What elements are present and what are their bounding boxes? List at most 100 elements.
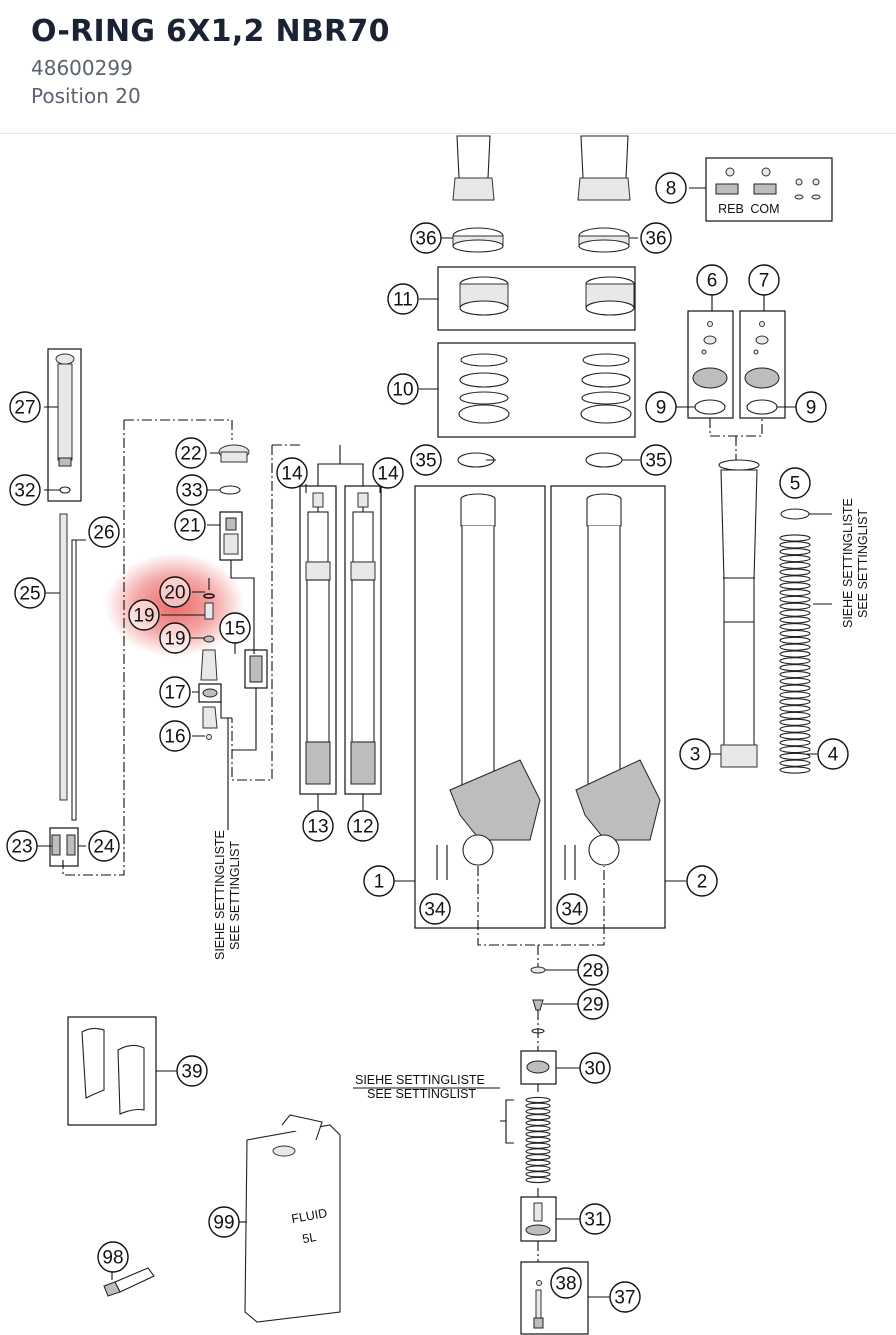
callout-2[interactable]: 2 xyxy=(686,865,718,897)
callout-number: 19 xyxy=(133,606,154,627)
callout-7[interactable]: 7 xyxy=(748,264,780,296)
spring-coil xyxy=(779,541,811,549)
callout-number: 4 xyxy=(828,745,839,766)
callout-circle xyxy=(640,444,672,476)
lower-column xyxy=(500,966,610,1335)
callout-circle xyxy=(276,457,308,489)
callout-23[interactable]: 23 xyxy=(6,830,38,862)
callout-20[interactable]: 20 xyxy=(159,576,191,608)
callout-21[interactable]: 21 xyxy=(174,509,206,541)
spring-coil xyxy=(779,548,811,556)
callout-6[interactable]: 6 xyxy=(696,264,728,296)
callout-38[interactable]: 38 xyxy=(550,1267,582,1299)
spring-coil xyxy=(779,670,811,679)
callout-9[interactable]: 9 xyxy=(645,391,677,423)
spring-coil xyxy=(779,582,811,590)
callout-26[interactable]: 26 xyxy=(88,516,120,548)
rods-25-26 xyxy=(49,513,79,867)
callout-37[interactable]: 37 xyxy=(609,1281,641,1313)
valve-stack xyxy=(198,444,268,830)
callout-98[interactable]: 98 xyxy=(97,1241,129,1273)
callout-1[interactable]: 1 xyxy=(363,865,395,897)
callout-11[interactable]: 11 xyxy=(387,283,419,315)
callout-19[interactable]: 19 xyxy=(159,622,191,654)
spring-coil xyxy=(525,1108,551,1115)
oring-20 xyxy=(203,593,215,599)
spring-coil xyxy=(779,602,811,610)
spring-coil xyxy=(525,1131,551,1138)
callout-circle xyxy=(609,1281,641,1313)
callout-15[interactable]: 15 xyxy=(219,612,251,644)
spring-coil xyxy=(779,650,811,658)
callout-number: 36 xyxy=(645,229,666,250)
spring-coil xyxy=(779,616,811,624)
callout-number: 98 xyxy=(102,1248,123,1269)
callout-32[interactable]: 32 xyxy=(9,474,41,506)
callout-27[interactable]: 27 xyxy=(9,391,41,423)
callout-number: 28 xyxy=(582,961,603,982)
spring-coil xyxy=(525,1142,551,1149)
settinglist-en-3: SEE SETTINGLIST xyxy=(367,1087,476,1101)
callout-17[interactable]: 17 xyxy=(159,676,191,708)
settinglist-note-lower: SIEHE SETTINGLISTE SEE SETTINGLIST xyxy=(353,1073,500,1101)
callout-35[interactable]: 35 xyxy=(640,444,672,476)
callout-number: 1 xyxy=(374,872,385,893)
callout-9[interactable]: 9 xyxy=(795,391,827,423)
callout-24[interactable]: 24 xyxy=(88,830,120,862)
callout-number: 24 xyxy=(93,837,115,858)
callout-number: 22 xyxy=(180,444,201,465)
callout-16[interactable]: 16 xyxy=(159,720,191,752)
callout-3[interactable]: 3 xyxy=(679,738,711,770)
callout-34[interactable]: 34 xyxy=(419,893,451,925)
callout-33[interactable]: 33 xyxy=(176,474,208,506)
callout-number: 13 xyxy=(307,817,328,838)
callout-30[interactable]: 30 xyxy=(579,1052,611,1084)
callout-35[interactable]: 35 xyxy=(410,444,442,476)
callout-34[interactable]: 34 xyxy=(556,893,588,925)
callout-39[interactable]: 39 xyxy=(176,1055,208,1087)
callout-31[interactable]: 31 xyxy=(579,1203,611,1235)
spring-coil xyxy=(779,718,811,726)
callout-number: 20 xyxy=(164,583,185,604)
callout-number: 31 xyxy=(584,1210,605,1231)
callout-28[interactable]: 28 xyxy=(577,954,609,986)
callout-number: 25 xyxy=(19,584,40,605)
grease-tube-98 xyxy=(103,1267,155,1297)
callout-14[interactable]: 14 xyxy=(276,457,308,489)
callout-8[interactable]: 8 xyxy=(655,172,687,204)
fluid-can-99: FLUID 5L xyxy=(237,1114,341,1323)
callout-number: 15 xyxy=(224,619,245,640)
spring-coil xyxy=(525,1096,551,1104)
callout-circle xyxy=(9,391,41,423)
spring-coil xyxy=(525,1148,551,1155)
callout-99[interactable]: 99 xyxy=(208,1206,240,1238)
callout-number: 38 xyxy=(555,1274,576,1295)
callout-circle xyxy=(579,1203,611,1235)
callout-36[interactable]: 36 xyxy=(640,222,672,254)
callout-4[interactable]: 4 xyxy=(817,738,849,770)
callout-14[interactable]: 14 xyxy=(372,457,404,489)
collar-rings-36 xyxy=(452,227,630,253)
callout-circle xyxy=(14,577,46,609)
callout-number: 99 xyxy=(213,1213,234,1234)
callout-5[interactable]: 5 xyxy=(779,467,811,499)
spring-coil xyxy=(779,732,811,740)
fork-leg-box-2 xyxy=(550,485,666,929)
guide-bushings-11 xyxy=(437,266,636,331)
callout-circle xyxy=(88,830,120,862)
callout-number: 14 xyxy=(377,464,399,485)
callout-19[interactable]: 19 xyxy=(128,599,160,631)
callout-12[interactable]: 12 xyxy=(347,810,379,842)
callout-circle xyxy=(579,1052,611,1084)
callout-number: 2 xyxy=(697,872,708,893)
callout-36[interactable]: 36 xyxy=(410,222,442,254)
callout-10[interactable]: 10 xyxy=(387,373,419,405)
callout-25[interactable]: 25 xyxy=(14,577,46,609)
callout-29[interactable]: 29 xyxy=(577,988,609,1020)
callout-number: 39 xyxy=(181,1062,202,1083)
callout-number: 7 xyxy=(759,271,770,292)
spring-coil xyxy=(525,1102,551,1109)
callout-22[interactable]: 22 xyxy=(175,437,207,469)
callout-13[interactable]: 13 xyxy=(302,810,334,842)
callout-number: 34 xyxy=(424,900,446,921)
